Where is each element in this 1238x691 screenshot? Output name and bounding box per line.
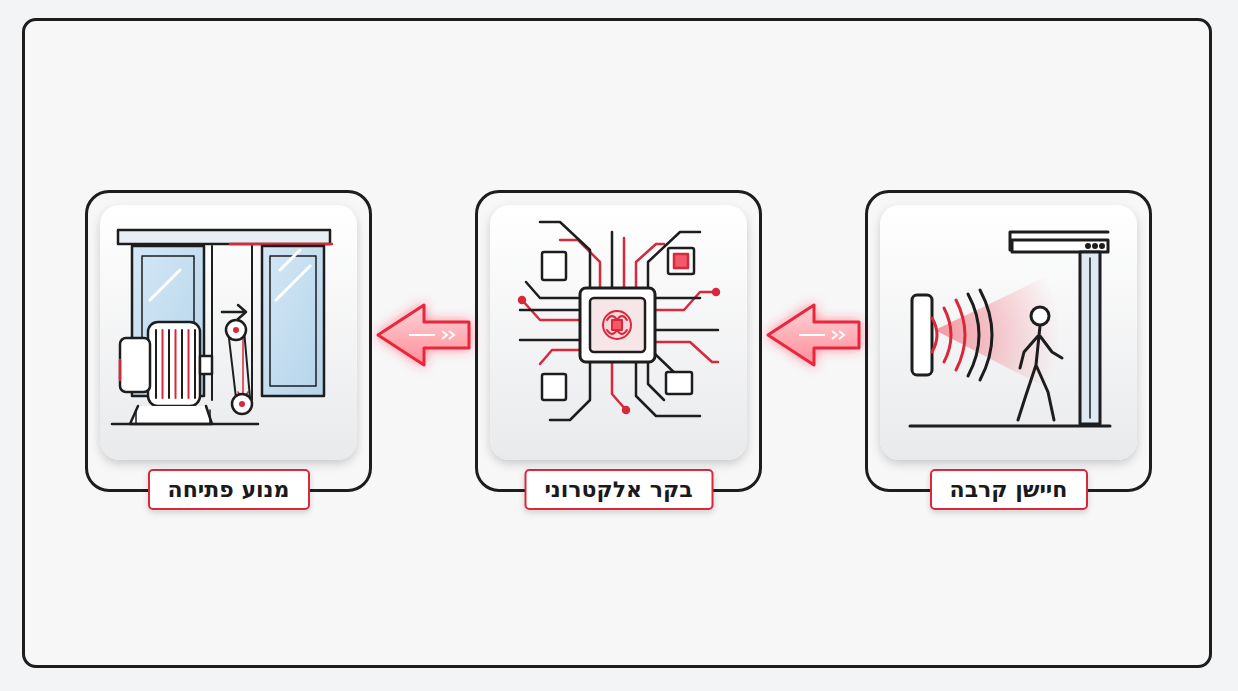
flow-arrow <box>378 305 469 365</box>
motor-icon <box>112 230 332 424</box>
sensor-icon <box>910 232 1110 426</box>
flow-arrow <box>768 305 859 365</box>
process-card: מנוע פתיחה <box>85 190 372 492</box>
arrow-shape <box>768 305 859 365</box>
controller-icon <box>519 222 719 420</box>
arrow-chevron <box>832 331 844 339</box>
card-panel <box>880 205 1137 460</box>
arrow-streak <box>409 334 435 336</box>
node-label: חיישן קרבה <box>930 469 1088 510</box>
arrow-streak <box>799 334 825 336</box>
process-card: חיישן קרבה <box>865 190 1152 492</box>
node-label: בקר אלקטרוני <box>524 469 713 510</box>
arrow-shape <box>378 305 469 365</box>
arrow-chevron <box>442 331 454 339</box>
card-panel <box>490 205 747 460</box>
node-label: מנוע פתיחה <box>148 469 310 510</box>
card-panel <box>100 205 357 460</box>
process-card: בקר אלקטרוני <box>475 190 762 492</box>
